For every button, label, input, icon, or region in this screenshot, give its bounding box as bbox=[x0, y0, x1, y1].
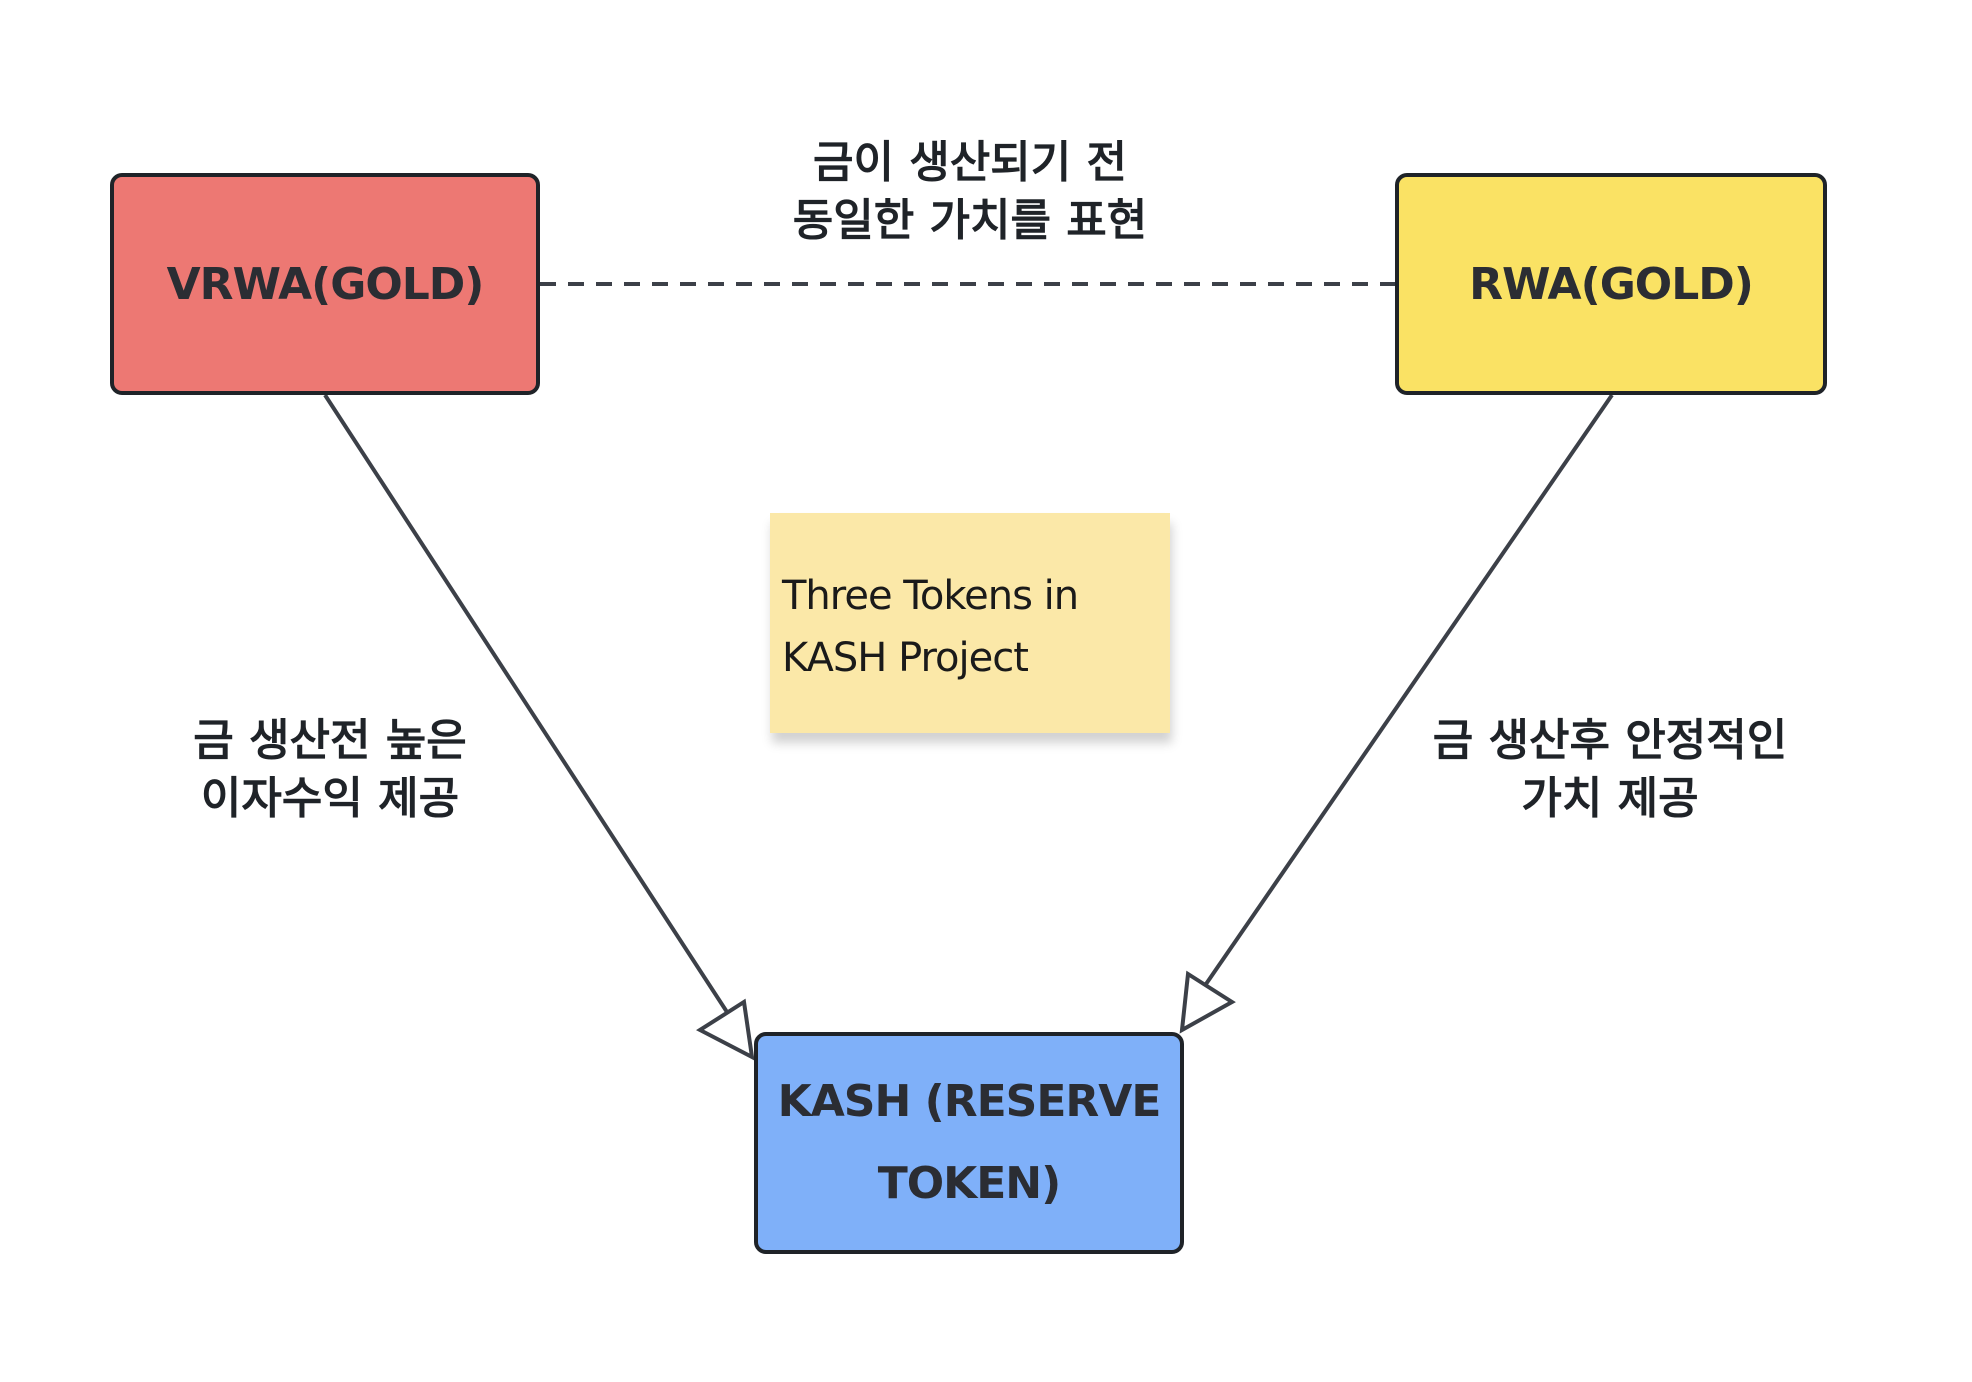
sticky-note-text: Three Tokens in KASH Project bbox=[782, 573, 1079, 681]
vrwa-gold-node[interactable]: VRWA(GOLD) bbox=[110, 173, 540, 395]
arrow-line-vrwa-to-kash bbox=[323, 393, 742, 1034]
sticky-note[interactable]: Three Tokens in KASH Project bbox=[770, 513, 1170, 733]
kash-reserve-token-node[interactable]: KASH (RESERVE TOKEN) bbox=[754, 1032, 1184, 1254]
edge-label-vrwa-rwa: 금이 생산되기 전 동일한 가치를 표현 bbox=[792, 137, 1148, 246]
kash-reserve-token-label: KASH (RESERVE TOKEN) bbox=[777, 1076, 1162, 1209]
rwa-gold-node[interactable]: RWA(GOLD) bbox=[1395, 173, 1827, 395]
arrow-line-rwa-to-kash bbox=[1193, 393, 1614, 1002]
edge-label-vrwa-kash: 금 생산전 높은 이자수익 제공 bbox=[193, 715, 467, 824]
vrwa-gold-label: VRWA(GOLD) bbox=[166, 258, 485, 310]
arrowhead-rwa-to-kash bbox=[1179, 970, 1236, 1034]
rwa-gold-label: RWA(GOLD) bbox=[1469, 258, 1754, 310]
edge-label-rwa-kash: 금 생산후 안정적인 가치 제공 bbox=[1432, 715, 1788, 824]
arrowhead-vrwa-to-kash bbox=[695, 998, 755, 1061]
